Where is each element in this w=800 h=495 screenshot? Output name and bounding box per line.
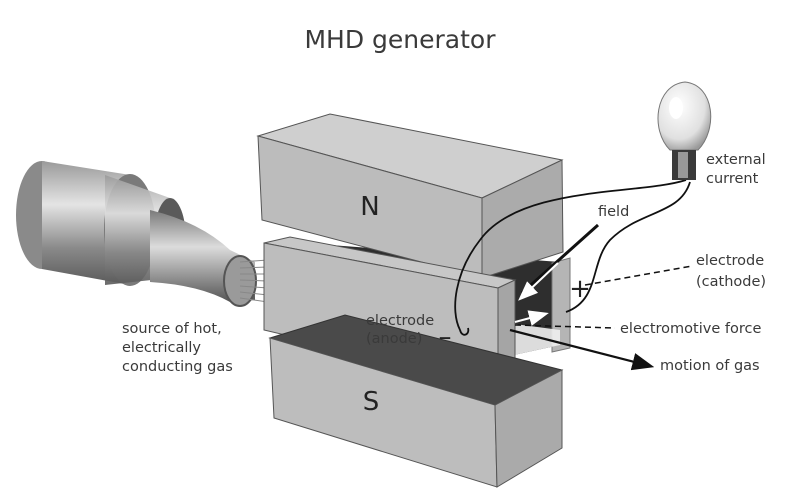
emf-leader [514, 324, 616, 329]
circuit-wire [454, 179, 691, 336]
source-label-line3: conducting gas [122, 359, 233, 375]
emf-label: electromotive force [620, 321, 761, 337]
field-label: field [598, 204, 629, 220]
cathode-label-line2: (cathode) [696, 274, 766, 290]
source-label-line2: electrically [122, 340, 201, 356]
anode-label-line1: electrode [366, 313, 434, 329]
cathode-label-line1: electrode [696, 253, 764, 269]
south-pole-label: S [363, 387, 380, 417]
gas-source-cylinder [16, 161, 269, 307]
north-magnet [256, 113, 564, 279]
external-current-label-line1: external [706, 152, 766, 168]
anode-label-line2: (anode) [366, 331, 422, 347]
emf-arrow [514, 310, 549, 326]
field-arrow [518, 262, 559, 301]
north-pole-label: N [360, 192, 379, 222]
south-magnet [268, 314, 564, 488]
source-label-line1: source of hot, [122, 321, 222, 337]
diagram-title: MHD generator [304, 25, 496, 54]
motion-arrow [509, 328, 655, 371]
light-bulb-icon [657, 81, 712, 180]
positive-sign: + [569, 274, 591, 304]
motion-label: motion of gas [660, 358, 760, 374]
gas-stream [239, 259, 269, 303]
cathode-leader [584, 265, 693, 286]
external-current-label-line2: current [706, 171, 759, 187]
negative-sign: – [439, 322, 452, 352]
